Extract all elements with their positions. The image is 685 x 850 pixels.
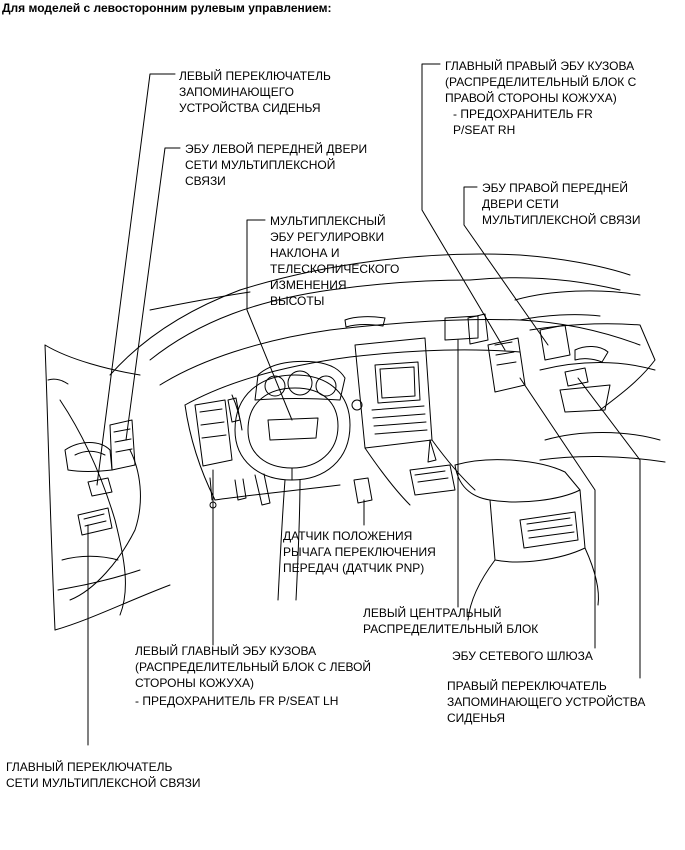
label-left-seat-memory-switch: ЛЕВЫЙ ПЕРЕКЛЮЧАТЕЛЬ ЗАПОМИНАЮЩЕГО УСТРОЙ…: [179, 69, 331, 115]
label-left-main-body-ecu: ЛЕВЫЙ ГЛАВНЫЙ ЭБУ КУЗОВА (РАСПРЕДЕЛИТЕЛЬ…: [135, 644, 372, 708]
page-heading: Для моделей с левосторонним рулевым упра…: [2, 1, 332, 15]
label-right-seat-memory-switch: ПРАВЫЙ ПЕРЕКЛЮЧАТЕЛЬ ЗАПОМИНАЮЩЕГО УСТРО…: [447, 679, 646, 725]
label-pnp-sensor: ДАТЧИК ПОЛОЖЕНИЯ РЫЧАГА ПЕРЕКЛЮЧЕНИЯ ПЕР…: [283, 529, 436, 575]
label-left-center-junction: ЛЕВЫЙ ЦЕНТРАЛЬНЫЙ РАСПРЕДЕЛИТЕЛЬНЫЙ БЛОК: [363, 606, 539, 636]
leader-lines: [87, 63, 641, 746]
label-main-right-body-ecu: ГЛАВНЫЙ ПРАВЫЙ ЭБУ КУЗОВА (РАСПРЕДЕЛИТЕЛ…: [445, 59, 637, 137]
label-tilt-telescopic-ecu: МУЛЬТИПЛЕКСНЫЙ ЭБУ РЕГУЛИРОВКИ НАКЛОНА И…: [270, 214, 400, 308]
label-right-front-door-ecu: ЭБУ ПРАВОЙ ПЕРЕДНЕЙ ДВЕРИ СЕТИ МУЛЬТИПЛЕ…: [482, 181, 641, 227]
label-multiplex-master-switch: ГЛАВНЫЙ ПЕРЕКЛЮЧАТЕЛЬ СЕТИ МУЛЬТИПЛЕКСНО…: [6, 760, 201, 790]
car-interior-drawing: [44, 253, 666, 631]
label-gateway-ecu: ЭБУ СЕТЕВОГО ШЛЮЗА: [452, 649, 593, 663]
label-left-front-door-ecu: ЭБУ ЛЕВОЙ ПЕРЕДНЕЙ ДВЕРИ СЕТИ МУЛЬТИПЛЕК…: [185, 142, 368, 188]
